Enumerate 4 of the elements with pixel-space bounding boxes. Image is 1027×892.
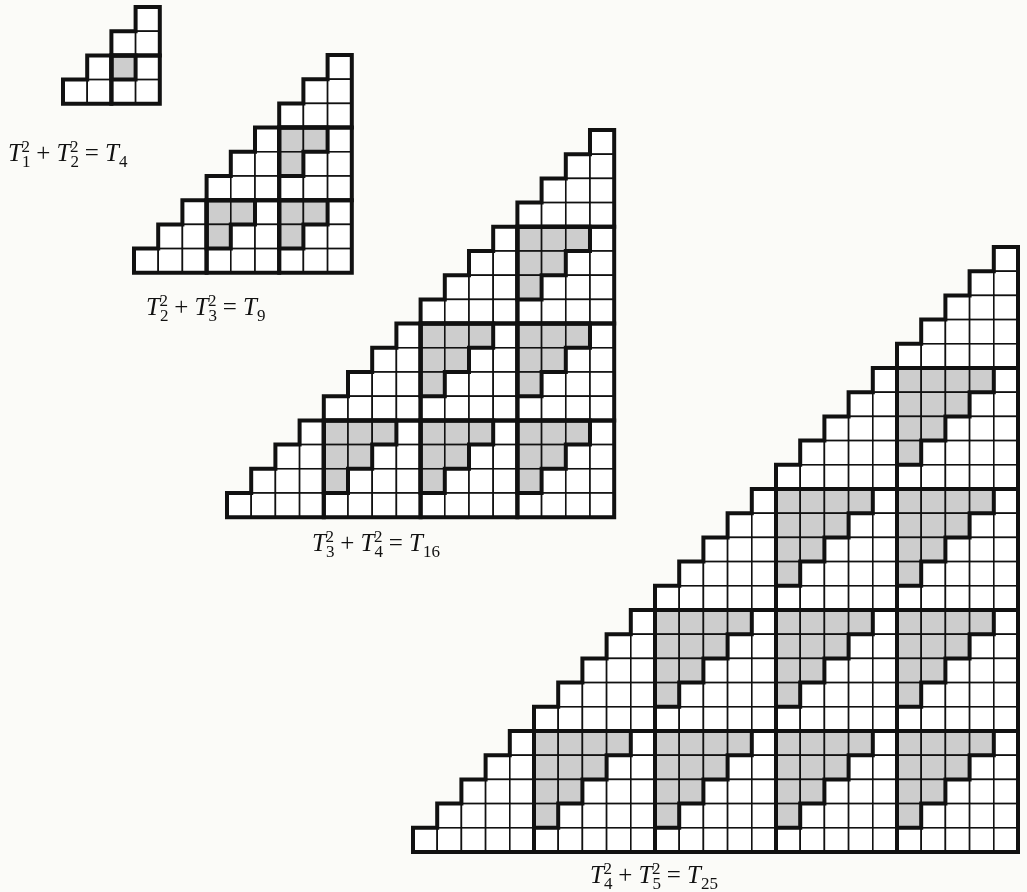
equation-label: T$_{2}$$^{2}$ + T$_{3}$$^{2}$ = T$_{9}$ [146, 292, 266, 325]
equation-label: T$_{4}$$^{2}$ + T$_{5}$$^{2}$ = T$_{25}$ [590, 860, 718, 892]
equation-label: T$_{3}$$^{2}$ + T$_{4}$$^{2}$ = T$_{16}$ [312, 528, 440, 561]
equation-label: T$_{1}$$^{2}$ + T$_{2}$$^{2}$ = T$_{4}$ [8, 138, 128, 171]
